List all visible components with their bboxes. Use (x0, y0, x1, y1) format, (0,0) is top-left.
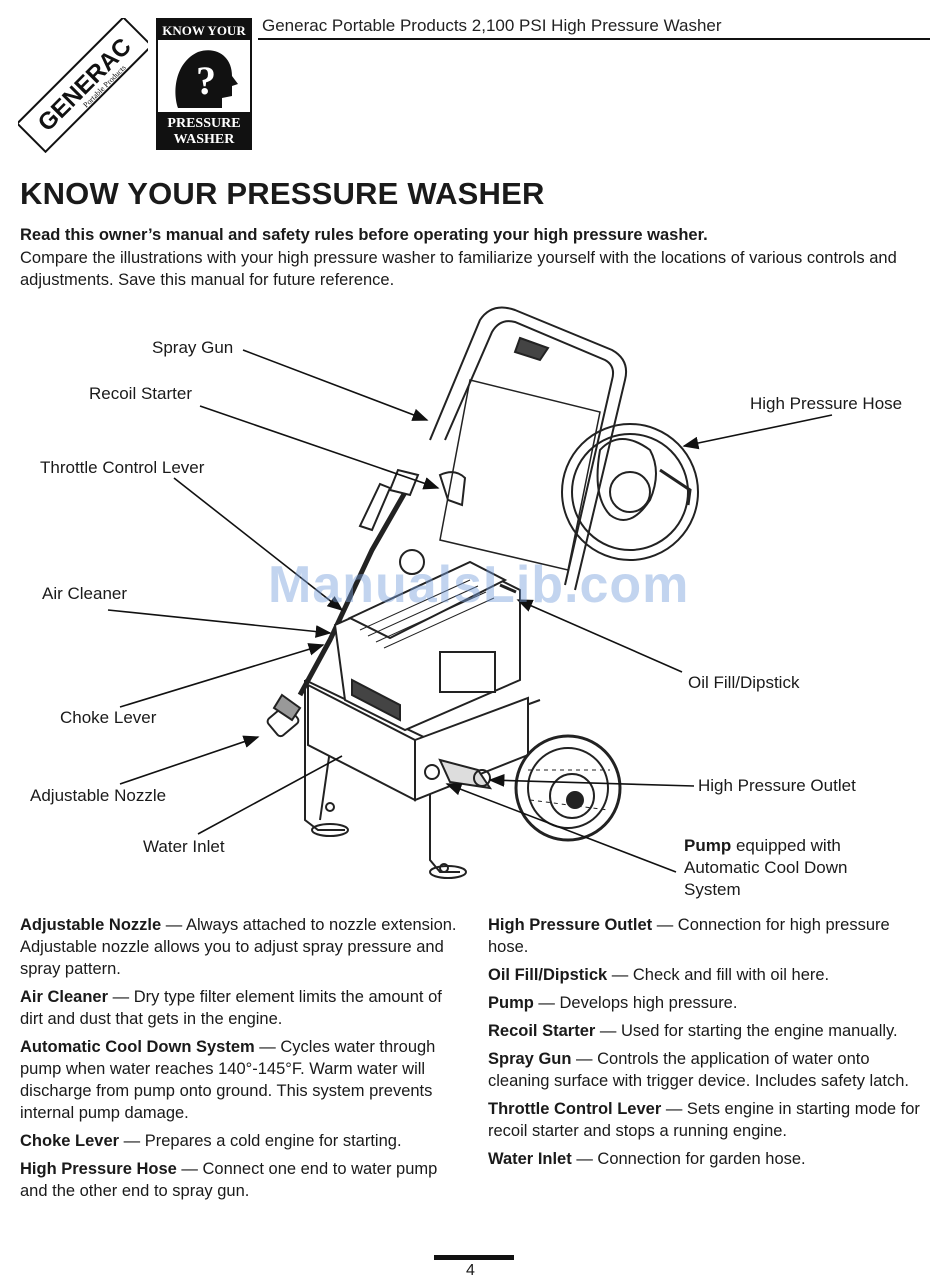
definition-item: Water Inlet — Connection for garden hose… (488, 1148, 928, 1170)
definition-term: Spray Gun (488, 1050, 572, 1068)
header-title: Generac Portable Products 2,100 PSI High… (262, 16, 722, 35)
definition-term: Automatic Cool Down System (20, 1038, 255, 1056)
definition-item: Automatic Cool Down System — Cycles wate… (20, 1036, 460, 1124)
callout-recoil-starter: Recoil Starter (89, 384, 192, 403)
callout-throttle-control-lever: Throttle Control Lever (40, 458, 205, 477)
definition-item: High Pressure Outlet — Connection for hi… (488, 914, 928, 958)
pressure-washer-illustration (266, 306, 699, 879)
callout-adjustable-nozzle: Adjustable Nozzle (30, 786, 167, 805)
definition-desc: — Check and fill with oil here. (607, 966, 830, 984)
watermark: ManualsLib.com (268, 556, 690, 614)
pressure-washer-diagram: Spray Gun Recoil Starter Throttle Contro… (0, 300, 950, 910)
know-your-pressure-washer-logo: KNOW YOUR ? PRESSURE WASHER (156, 18, 252, 150)
leader-lines (107, 349, 833, 873)
definition-term: High Pressure Hose (20, 1160, 177, 1178)
page-number: 4 (466, 1262, 475, 1279)
header-rule (258, 38, 930, 40)
definition-item: Pump — Develops high pressure. (488, 992, 928, 1014)
question-mark-icon: ? (196, 58, 216, 103)
definition-term: Recoil Starter (488, 1022, 596, 1040)
definition-desc: — Controls the application of water onto… (488, 1050, 909, 1090)
intro-bold-text: Read this owner’s manual and safety rule… (20, 226, 708, 244)
page-title: KNOW YOUR PRESSURE WASHER (20, 176, 545, 211)
definition-term: Oil Fill/Dipstick (488, 966, 608, 984)
callout-pump: Pump equipped with Automatic Cool Down S… (684, 835, 847, 901)
definition-desc: — Connect one end to water pump and the … (20, 1160, 438, 1200)
head-silhouette-icon (175, 50, 238, 108)
callout-pump-line1: equipped with (731, 836, 841, 855)
definition-desc: — Always attached to nozzle extension. A… (20, 916, 457, 978)
generac-logo: GENERAC Portable Products (15, 15, 154, 154)
definitions-right-column: High Pressure Outlet — Connection for hi… (488, 914, 928, 1176)
kyp-logo-bottom-text-1: PRESSURE (167, 116, 240, 131)
callout-choke-lever: Choke Lever (60, 708, 157, 727)
callout-air-cleaner: Air Cleaner (42, 584, 128, 603)
definition-desc: — Prepares a cold engine for starting. (119, 1132, 402, 1150)
callout-high-pressure-outlet: High Pressure Outlet (698, 776, 856, 795)
definition-desc: — Cycles water through pump when water r… (20, 1038, 436, 1122)
callout-oil-fill-dipstick: Oil Fill/Dipstick (688, 673, 800, 692)
page-number-bar (434, 1255, 514, 1260)
definitions-left-column: Adjustable Nozzle — Always attached to n… (20, 914, 460, 1208)
definition-term: Water Inlet (488, 1150, 572, 1168)
definition-desc: — Used for starting the engine manually. (595, 1022, 898, 1040)
definition-term: Throttle Control Lever (488, 1100, 662, 1118)
definition-desc: — Sets engine in starting mode for recoi… (488, 1100, 920, 1140)
definition-term: Choke Lever (20, 1132, 120, 1150)
definition-item: Adjustable Nozzle — Always attached to n… (20, 914, 460, 980)
definition-item: Oil Fill/Dipstick — Check and fill with … (488, 964, 928, 986)
callout-high-pressure-hose: High Pressure Hose (750, 394, 903, 413)
definition-term: Air Cleaner (20, 988, 109, 1006)
callout-spray-gun: Spray Gun (152, 338, 234, 357)
callout-pump-line2: Automatic Cool Down (684, 858, 848, 877)
definition-desc: — Dry type filter element limits the amo… (20, 988, 442, 1028)
definition-item: Recoil Starter — Used for starting the e… (488, 1020, 928, 1042)
definition-desc: — Develops high pressure. (533, 994, 738, 1012)
kyp-logo-top-text: KNOW YOUR (162, 23, 246, 38)
definition-term: Pump (488, 994, 534, 1012)
callout-water-inlet: Water Inlet (143, 837, 225, 856)
definition-item: Air Cleaner — Dry type filter element li… (20, 986, 460, 1030)
intro-text: Compare the illustrations with your high… (20, 249, 897, 289)
callout-pump-line3: System (684, 880, 741, 899)
generac-logo-text: GENERAC (33, 33, 137, 137)
definition-item: Spray Gun — Controls the application of … (488, 1048, 928, 1092)
definition-desc: — Connection for garden hose. (571, 1150, 806, 1168)
definition-desc: — Connection for high pressure hose. (488, 916, 890, 956)
definition-item: High Pressure Hose — Connect one end to … (20, 1158, 460, 1202)
definition-item: Throttle Control Lever — Sets engine in … (488, 1098, 928, 1142)
definition-item: Choke Lever — Prepares a cold engine for… (20, 1130, 460, 1152)
kyp-logo-bottom-text-2: WASHER (174, 132, 236, 147)
callout-pump-term: Pump (684, 836, 732, 855)
definition-term: High Pressure Outlet (488, 916, 653, 934)
definition-term: Adjustable Nozzle (20, 916, 162, 934)
